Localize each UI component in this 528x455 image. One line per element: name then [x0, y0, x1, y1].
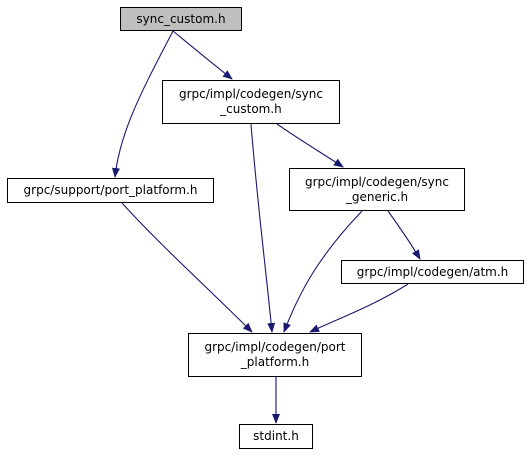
edge-root-to-port: [111, 30, 174, 178]
node-grpc-impl-codegen-sync-custom-h[interactable]: grpc/impl/codegen/sync _custom.h: [162, 80, 340, 124]
edge-port-to-cport: [121, 202, 253, 333]
edge-gen-to-cport: [283, 210, 363, 333]
node-grpc-impl-codegen-sync-generic-h[interactable]: grpc/impl/codegen/sync _generic.h: [289, 168, 465, 211]
node-grpc-impl-codegen-port-platform-h[interactable]: grpc/impl/codegen/port _platform.h: [188, 333, 362, 377]
edge-sync-to-gen: [276, 123, 344, 168]
node-sync-custom-h[interactable]: sync_custom.h: [120, 7, 242, 31]
edge-gen-to-atm: [387, 210, 421, 260]
edge-atm-to-cport: [309, 283, 409, 333]
node-stdint-h[interactable]: stdint.h: [239, 424, 313, 449]
edge-sync-to-cport: [250, 123, 276, 333]
node-grpc-support-port-platform-h[interactable]: grpc/support/port_platform.h: [7, 178, 214, 203]
edge-root-to-sync: [172, 30, 233, 80]
node-grpc-impl-codegen-atm-h[interactable]: grpc/impl/codegen/atm.h: [341, 260, 524, 284]
